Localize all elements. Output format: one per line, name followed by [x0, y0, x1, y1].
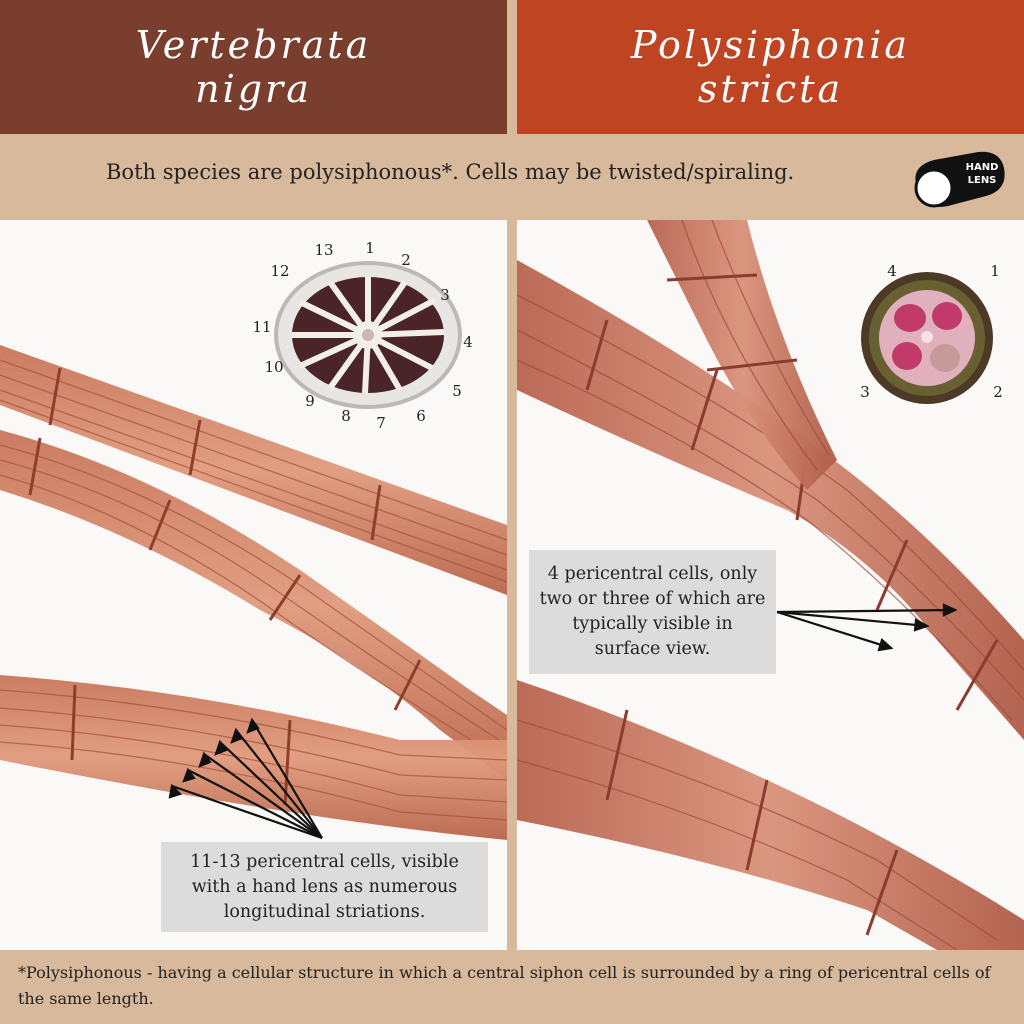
- right-species-name-line1: Polysiphonia: [630, 23, 911, 67]
- cross-section-label: 4: [887, 262, 897, 280]
- cross-section-label: 6: [416, 407, 426, 425]
- polysiphonia-pericentral-callout: 4 pericentral cells, only two or three o…: [529, 550, 776, 674]
- polysiphonia-filaments-illustration: 4 1 3 2: [517, 220, 1024, 950]
- polysiphonia-cross-section: [861, 272, 993, 404]
- cross-section-label: 10: [264, 358, 283, 376]
- lower-filament-right: [517, 680, 1024, 950]
- subtitle-text: Both species are polysiphonous*. Cells m…: [106, 160, 795, 184]
- lower-filament: [0, 675, 507, 840]
- polysiphonous-definition: *Polysiphonous - having a cellular struc…: [18, 963, 991, 1008]
- polysiphonia-pericentral-arrows: [776, 603, 958, 652]
- subtitle-bar: Both species are polysiphonous*. Cells m…: [0, 134, 1024, 220]
- vertebrata-micrograph-panel: 13 1 2 3 4 5 6 7 8 9 10 11 12: [0, 220, 507, 950]
- hand-lens-icon: HAND LENS: [914, 151, 1005, 208]
- branch-filament: [647, 220, 837, 490]
- hand-lens-label-line2: LENS: [968, 175, 997, 186]
- middle-filament: [0, 430, 507, 780]
- vertebrata-pericentral-callout: 11-13 pericentral cells, visible with a …: [161, 842, 488, 932]
- cross-section-label: 2: [993, 383, 1003, 401]
- vertebrata-cross-section-numbers: 13 1 2 3 4 5 6 7 8 9 10 11 12: [252, 239, 472, 432]
- cross-section-label: 2: [401, 251, 411, 269]
- cross-section-label: 13: [314, 241, 333, 259]
- vertebrata-filaments-illustration: 13 1 2 3 4 5 6 7 8 9 10 11 12: [0, 239, 507, 840]
- left-species-name-line1: Vertebrata: [135, 23, 372, 67]
- cross-section-label: 12: [270, 262, 289, 280]
- main-filament: [517, 260, 1024, 740]
- upper-filament: [0, 345, 507, 595]
- left-species-name-line2: nigra: [195, 67, 312, 111]
- header-polysiphonia-stricta: Polysiphonia stricta: [517, 0, 1024, 134]
- cross-section-label: 8: [341, 407, 351, 425]
- cross-section-label: 3: [860, 383, 870, 401]
- cross-section-label: 9: [305, 392, 315, 410]
- polysiphonia-cross-section-numbers: 4 1 3 2: [860, 262, 1003, 401]
- vertebrata-striation-arrows: [168, 717, 323, 840]
- cross-section-label: 1: [990, 262, 1000, 280]
- cross-section-label: 5: [452, 382, 462, 400]
- right-species-name-line2: stricta: [697, 67, 844, 111]
- cross-section-label: 11: [252, 318, 271, 336]
- header-vertebrata-nigra: Vertebrata nigra: [0, 0, 507, 134]
- hand-lens-label-line1: HAND: [966, 162, 999, 173]
- polysiphonia-micrograph-panel: 4 1 3 2 4 pericentral cells, only two or…: [517, 220, 1024, 950]
- cross-section-label: 3: [440, 286, 450, 304]
- vertebrata-cross-section: [274, 261, 462, 409]
- cross-section-label: 4: [463, 333, 473, 351]
- cross-section-label: 7: [376, 414, 386, 432]
- footer: *Polysiphonous - having a cellular struc…: [0, 950, 1024, 1024]
- cross-section-label: 1: [365, 239, 375, 257]
